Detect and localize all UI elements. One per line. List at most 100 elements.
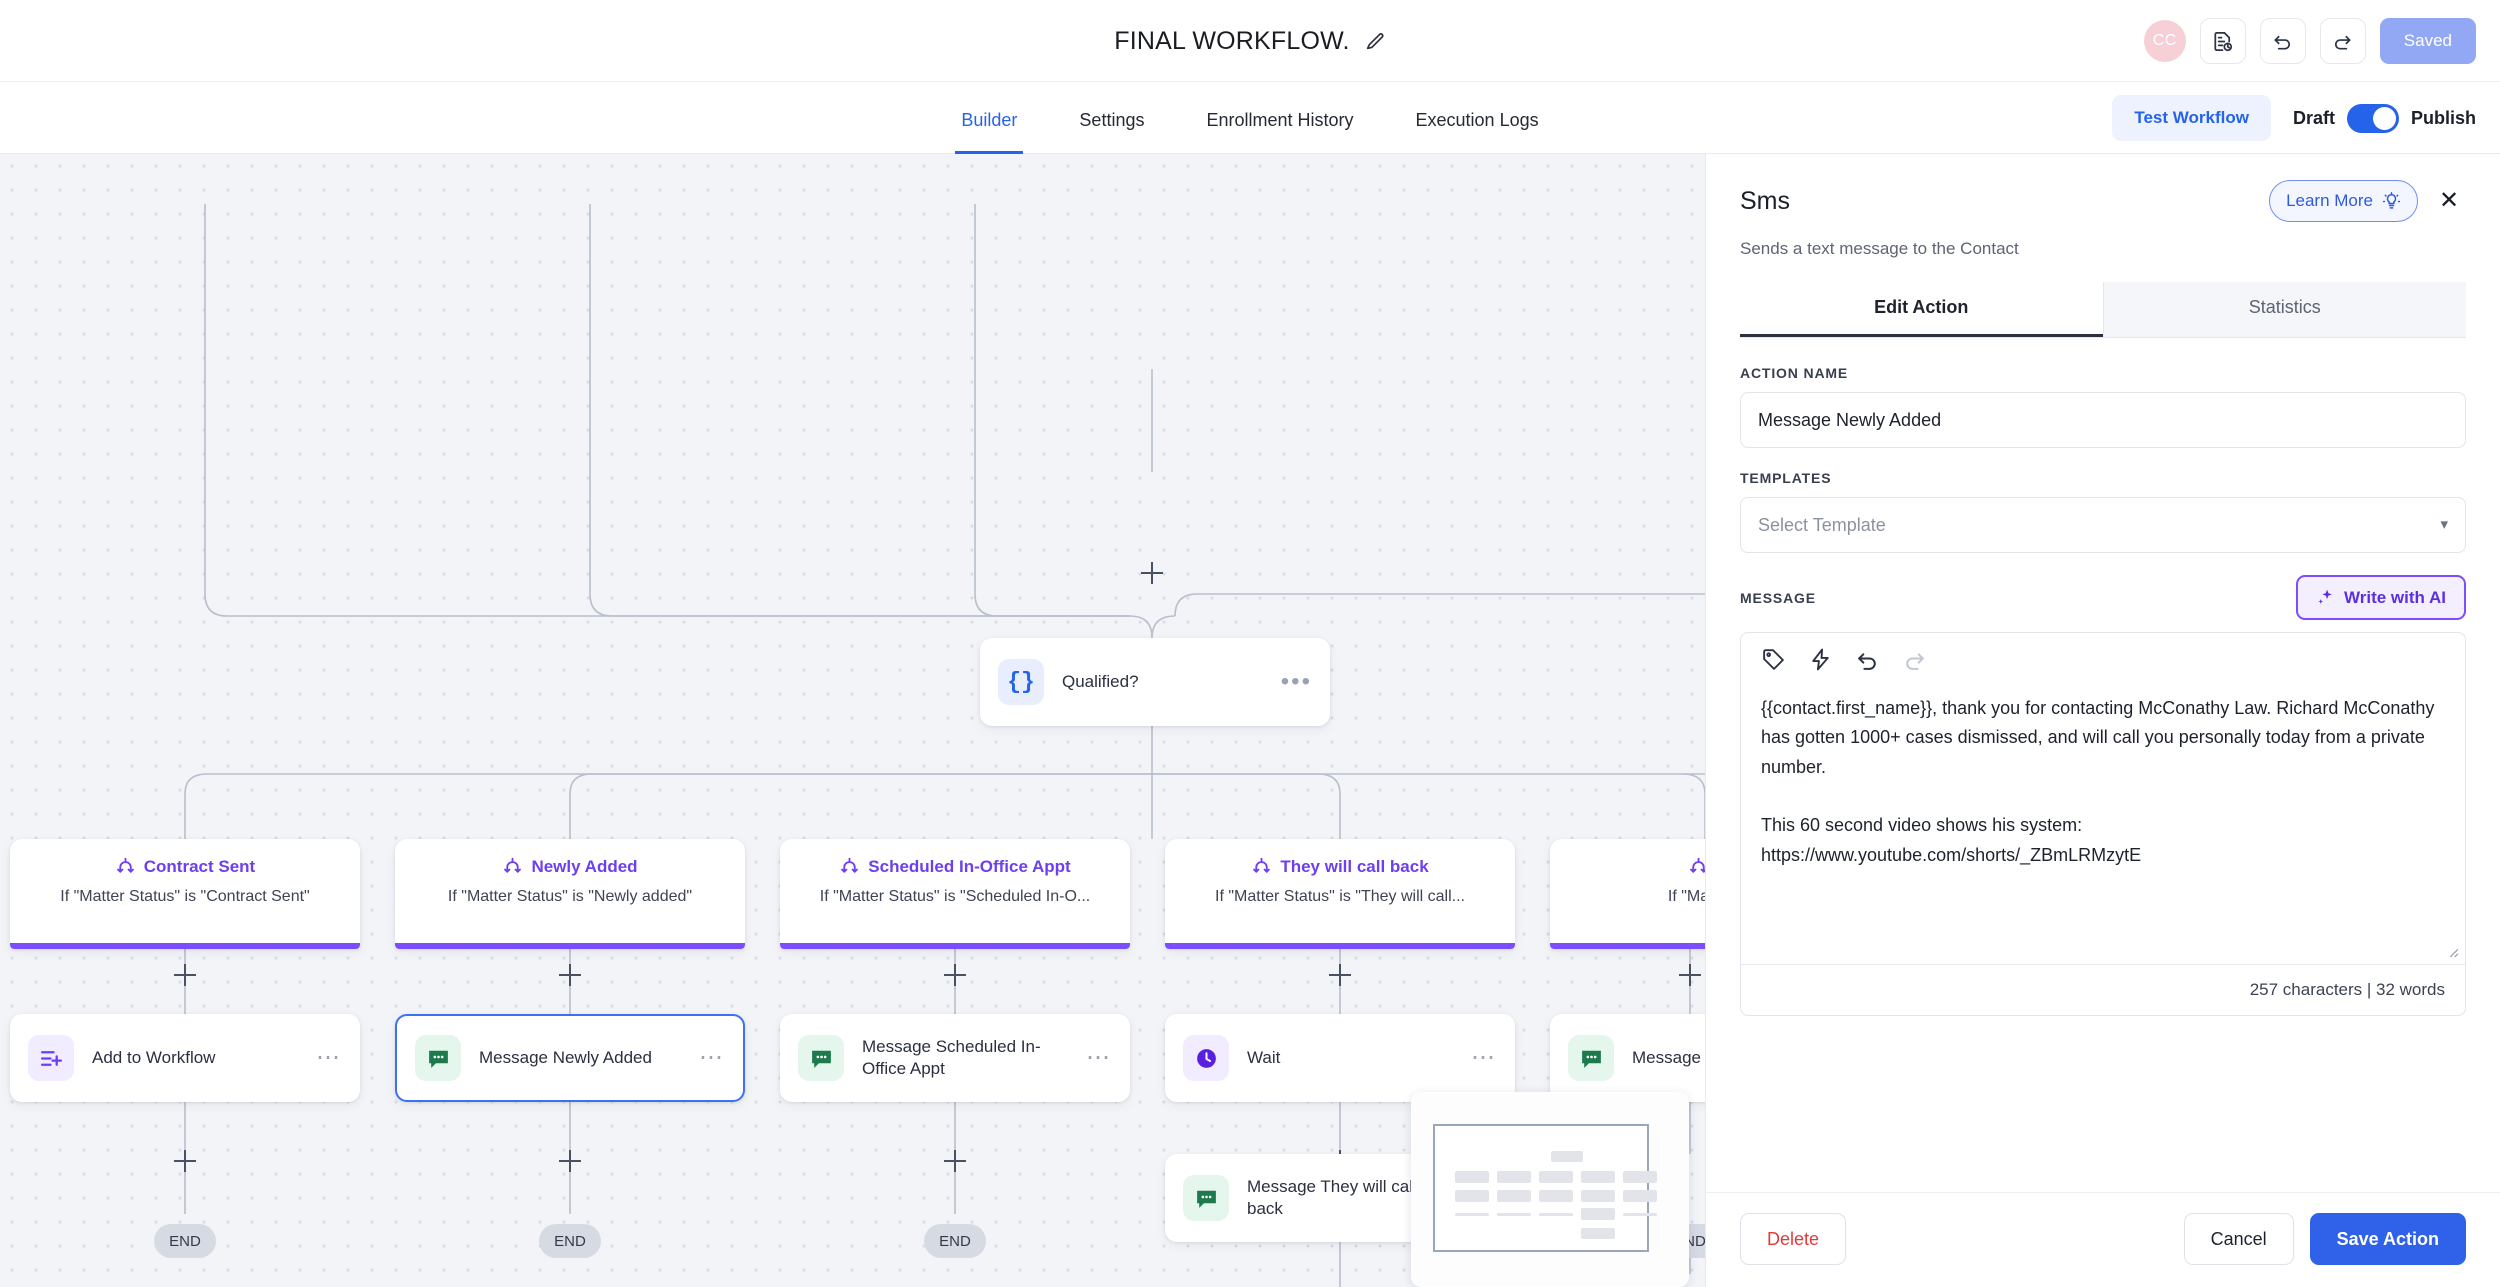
templates-group: TEMPLATES Select Template ▾	[1740, 470, 2466, 553]
panel-header: Sms Learn More ✕ Sends a text message to…	[1706, 154, 2500, 338]
tab-builder[interactable]: Builder	[955, 110, 1024, 155]
minimap-node	[1497, 1190, 1531, 1202]
branch-card-did-not[interactable]: Did N If "Matter Status	[1550, 839, 1705, 949]
node-action-message-scheduled-in-office-appt[interactable]: Message Scheduled In-Office Appt ⋯	[780, 1014, 1130, 1102]
page-title: FINAL WORKFLOW.	[1114, 26, 1350, 55]
publish-toggle[interactable]	[2346, 103, 2399, 133]
node-menu-button[interactable]: •••	[1280, 668, 1312, 695]
node-action-message[interactable]: Message ⋯	[1550, 1014, 1705, 1102]
node-label: Message Scheduled In-Office Appt	[862, 1036, 1041, 1078]
save-action-button[interactable]: Save Action	[2309, 1213, 2466, 1265]
resize-handle[interactable]	[2446, 945, 2459, 958]
minimap-node	[1539, 1190, 1573, 1202]
redo-icon[interactable]	[2319, 18, 2366, 64]
undo-icon[interactable]	[2259, 18, 2306, 64]
tab-edit-action[interactable]: Edit Action	[1740, 282, 2103, 337]
add-step-plus-icon[interactable]	[559, 964, 581, 986]
sms-icon	[415, 1035, 461, 1081]
minimap-viewport[interactable]	[1433, 1124, 1657, 1252]
minimap-node	[1581, 1190, 1615, 1202]
end-badge[interactable]: END	[154, 1224, 216, 1258]
clock-icon	[1183, 1035, 1229, 1081]
cancel-button[interactable]: Cancel	[2183, 1213, 2294, 1265]
branch-header: Contract Sent	[115, 856, 255, 877]
node-menu-button[interactable]: ⋯	[316, 1044, 342, 1071]
write-with-ai-button[interactable]: Write with AI	[2296, 575, 2466, 620]
node-action-message-newly-added[interactable]: Message Newly Added ⋯	[395, 1014, 745, 1102]
panel-footer: Delete Cancel Save Action	[1706, 1192, 2500, 1287]
add-step-plus-icon[interactable]	[1679, 964, 1701, 986]
undo-icon[interactable]	[1855, 647, 1880, 672]
node-label: Message	[1632, 1047, 1701, 1067]
main-body: {} Qualified? ••• Contract Sent If "Matt…	[0, 154, 2500, 1287]
node-menu-button[interactable]: ⋯	[1086, 1044, 1112, 1071]
branch-subtitle: If "Matter Status	[1667, 888, 1705, 905]
panel-tab-list: Edit Action Statistics	[1740, 282, 2466, 338]
branch-title: Scheduled In-Office Appt	[868, 856, 1071, 876]
branch-subtitle: If "Matter Status" is "Newly added"	[447, 888, 693, 905]
tab-statistics[interactable]: Statistics	[2102, 282, 2466, 337]
branch-icon	[504, 857, 522, 873]
node-menu-button[interactable]: ⋯	[699, 1044, 725, 1071]
branch-icon	[841, 857, 859, 873]
add-step-plus-icon[interactable]	[559, 1150, 581, 1172]
minimap-node	[1497, 1171, 1531, 1183]
publish-toggle-group: Draft Publish	[2293, 103, 2476, 133]
learn-more-button[interactable]: Learn More	[2269, 180, 2418, 222]
end-badge[interactable]: END	[924, 1224, 986, 1258]
node-label: Add to Workflow	[92, 1047, 216, 1067]
template-select-value: Select Template	[1758, 514, 1886, 535]
branch-subtitle: If "Matter Status" is "Contract Sent"	[60, 888, 310, 905]
node-label: Message Newly Added	[479, 1047, 652, 1067]
add-step-plus-icon[interactable]	[944, 1150, 966, 1172]
add-step-plus-icon[interactable]	[174, 964, 196, 986]
add-step-plus-icon[interactable]	[1141, 562, 1163, 584]
end-badge[interactable]: END	[539, 1224, 601, 1258]
message-editor[interactable]: {{contact.first_name}}, thank you for co…	[1740, 632, 2466, 1016]
avatar[interactable]: CC	[2143, 20, 2186, 62]
node-condition-qualified[interactable]: {} Qualified? •••	[980, 638, 1330, 726]
workflow-canvas[interactable]: {} Qualified? ••• Contract Sent If "Matt…	[0, 154, 1705, 1287]
branch-card-they-will-call-back[interactable]: They will call back If "Matter Status" i…	[1165, 839, 1515, 949]
add-step-plus-icon[interactable]	[944, 964, 966, 986]
message-textarea[interactable]: {{contact.first_name}}, thank you for co…	[1741, 682, 2465, 964]
branch-card-newly-added[interactable]: Newly Added If "Matter Status" is "Newly…	[395, 839, 745, 949]
editor-toolbar	[1741, 633, 2465, 682]
node-action-add-to-workflow[interactable]: Add to Workflow ⋯	[10, 1014, 360, 1102]
tab-enrollment-history[interactable]: Enrollment History	[1206, 110, 1354, 130]
pencil-icon[interactable]	[1364, 30, 1386, 52]
minimap-node	[1539, 1171, 1573, 1183]
workflow-title-group: FINAL WORKFLOW.	[0, 0, 2500, 82]
lightning-icon[interactable]	[1808, 647, 1833, 672]
branch-subtitle: If "Matter Status" is "Scheduled In-O...	[819, 888, 1091, 905]
close-icon[interactable]: ✕	[2438, 187, 2460, 214]
branch-header: Scheduled In-Office Appt	[839, 856, 1071, 877]
document-history-icon[interactable]	[2199, 18, 2246, 64]
template-select[interactable]: Select Template ▾	[1740, 497, 2466, 553]
tag-icon[interactable]	[1761, 647, 1786, 672]
tab-bar: Builder Settings Enrollment History Exec…	[0, 82, 2500, 155]
tab-bar-actions: Test Workflow Draft Publish	[2112, 82, 2476, 154]
sparkle-icon	[2318, 589, 2332, 604]
redo-icon[interactable]	[1902, 647, 1927, 672]
minimap[interactable]	[1411, 1092, 1689, 1287]
node-menu-button[interactable]: ⋯	[1471, 1044, 1497, 1071]
test-workflow-button[interactable]: Test Workflow	[2112, 95, 2271, 141]
tab-execution-logs[interactable]: Execution Logs	[1415, 110, 1539, 130]
node-action-wait[interactable]: Wait ⋯	[1165, 1014, 1515, 1102]
minimap-edge	[1497, 1213, 1531, 1216]
branch-title: They will call back	[1280, 856, 1429, 876]
minimap-node	[1581, 1228, 1615, 1239]
branch-card-contract-sent[interactable]: Contract Sent If "Matter Status" is "Con…	[10, 839, 360, 949]
action-name-input[interactable]	[1740, 392, 2466, 448]
lightbulb-icon	[2382, 191, 2401, 209]
delete-button[interactable]: Delete	[1740, 1213, 1847, 1265]
branch-card-scheduled-in-office-appt[interactable]: Scheduled In-Office Appt If "Matter Stat…	[780, 839, 1130, 949]
tab-settings[interactable]: Settings	[1079, 110, 1145, 130]
add-step-plus-icon[interactable]	[174, 1150, 196, 1172]
templates-label: TEMPLATES	[1740, 470, 1832, 486]
saved-button[interactable]: Saved	[2379, 18, 2476, 64]
add-step-plus-icon[interactable]	[1329, 964, 1351, 986]
top-bar: FINAL WORKFLOW. CC	[0, 0, 2500, 82]
